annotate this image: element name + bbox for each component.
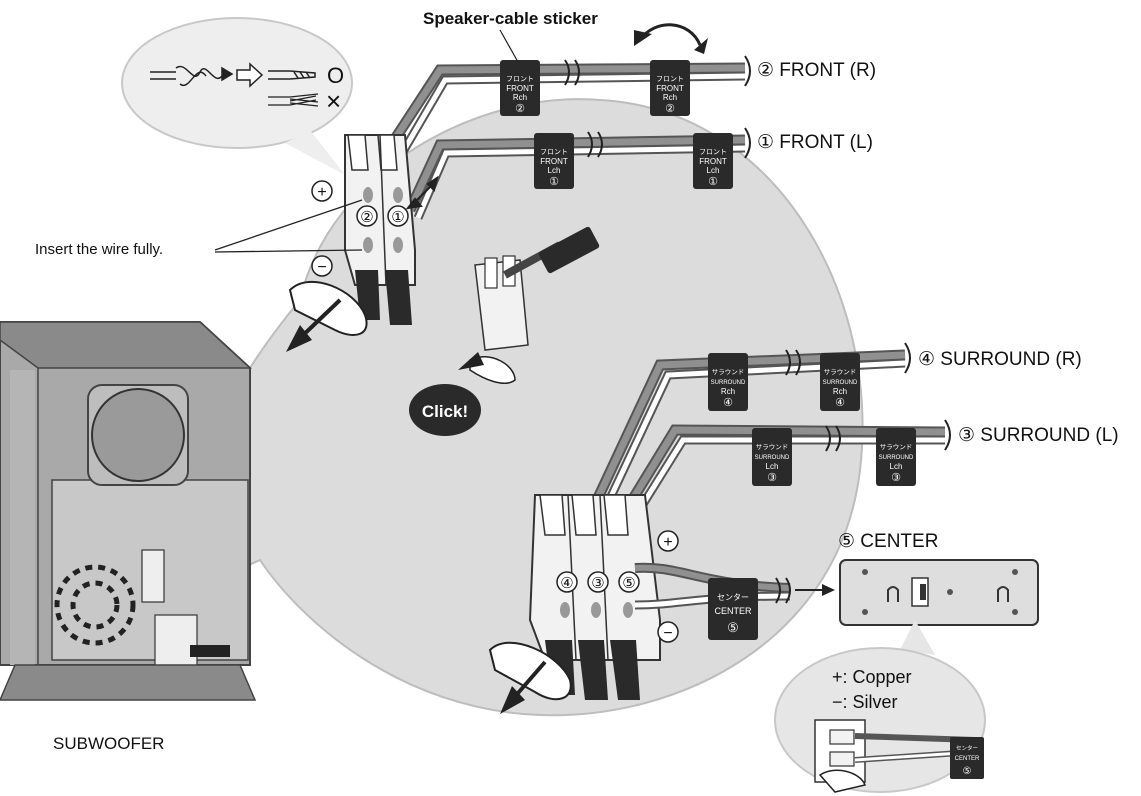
woofer-driver-icon: [87, 384, 189, 486]
svg-text:Lch: Lch: [766, 462, 779, 471]
vent-grille-icon: [54, 564, 136, 646]
pull-arrow-icon: [286, 298, 342, 352]
polarity-silver: −: Silver: [832, 692, 898, 712]
sticker-surround-r-1: サラウンド SURROUND Rch ④: [708, 353, 748, 411]
sticker-front-r-1: フロント FRONT Rch ②: [500, 60, 540, 116]
center-speaker: [839, 559, 1039, 626]
label-center: ⑤ CENTER: [838, 531, 938, 552]
click-badge: Click!: [409, 384, 481, 436]
bad-wire-icon: [268, 93, 319, 107]
svg-text:Rch: Rch: [833, 387, 847, 396]
svg-text:②: ②: [515, 103, 525, 115]
svg-text:−: −: [663, 625, 672, 642]
svg-text:Lch: Lch: [548, 166, 561, 175]
svg-text:⑤: ⑤: [727, 620, 739, 635]
svg-text:−: −: [317, 259, 326, 276]
sticker-front-l-1: フロント FRONT Lch ①: [534, 133, 574, 189]
svg-text:SURROUND: SURROUND: [755, 455, 790, 461]
ok-mark: O: [327, 63, 344, 88]
svg-text:フロント: フロント: [540, 148, 568, 156]
label-front-r: ② FRONT (R): [757, 60, 876, 81]
svg-text:FRONT: FRONT: [699, 157, 727, 166]
svg-text:Rch: Rch: [721, 387, 735, 396]
sticker-front-l-2: フロント FRONT Lch ①: [693, 133, 733, 189]
ng-mark: ×: [326, 86, 341, 116]
label-front-l: ① FRONT (L): [757, 132, 873, 153]
sticker-surround-r-2: サラウンド SURROUND Rch ④: [820, 353, 860, 411]
svg-text:②: ②: [360, 209, 373, 226]
diagram-title: Speaker-cable sticker: [423, 9, 598, 28]
svg-text:Lch: Lch: [707, 166, 720, 175]
svg-text:SURROUND: SURROUND: [711, 380, 746, 386]
insert-instruction: Insert the wire fully.: [35, 241, 163, 258]
hand-icon: [288, 280, 368, 336]
svg-text:フロント: フロント: [506, 75, 534, 83]
svg-text:④: ④: [723, 397, 733, 409]
polarity-copper: +: Copper: [832, 667, 912, 687]
front-l-cable: [405, 127, 751, 220]
svg-text:Rch: Rch: [513, 93, 527, 102]
minus-symbol-icon: −: [657, 621, 679, 643]
svg-text:Rch: Rch: [663, 93, 677, 102]
hand-icon: [488, 641, 572, 701]
svg-text:+: +: [663, 534, 672, 551]
svg-text:③: ③: [891, 472, 901, 484]
center-cable: [634, 562, 835, 610]
click-detail: [458, 226, 600, 384]
svg-text:①: ①: [708, 176, 718, 188]
device-label: SUBWOOFER: [53, 734, 164, 753]
svg-text:サラウンド: サラウンド: [880, 443, 913, 451]
sticker-surround-l-1: サラウンド SURROUND Lch ③: [752, 428, 792, 486]
svg-text:③: ③: [767, 472, 777, 484]
sticker-front-r-2: フロント FRONT Rch ②: [650, 60, 690, 116]
svg-text:センター: センター: [956, 744, 978, 752]
minus-symbol-icon: −: [311, 255, 333, 277]
insert-arrow-icon: [405, 175, 439, 210]
polarity-callout: +: Copper −: Silver センター CENTER ⑤: [774, 620, 986, 793]
svg-text:SURROUND: SURROUND: [823, 380, 858, 386]
svg-text:センター: センター: [717, 593, 749, 602]
plus-symbol-icon: +: [657, 530, 679, 552]
svg-text:+: +: [317, 184, 326, 201]
svg-text:①: ①: [549, 176, 559, 188]
svg-text:①: ①: [391, 209, 404, 226]
pull-arrow-icon: [500, 660, 547, 714]
svg-text:サラウンド: サラウンド: [712, 368, 745, 376]
sticker-center: センター CENTER ⑤: [708, 578, 758, 640]
svg-text:サラウンド: サラウンド: [824, 368, 857, 376]
svg-text:サラウンド: サラウンド: [756, 443, 789, 451]
svg-text:フロント: フロント: [699, 148, 727, 156]
svg-text:③: ③: [591, 575, 604, 592]
svg-text:CENTER: CENTER: [955, 756, 980, 762]
svg-text:SURROUND: SURROUND: [879, 455, 914, 461]
svg-text:Lch: Lch: [890, 462, 903, 471]
svg-text:FRONT: FRONT: [656, 84, 684, 93]
svg-text:②: ②: [665, 103, 675, 115]
svg-text:FRONT: FRONT: [540, 157, 568, 166]
label-surround-r: ④ SURROUND (R): [918, 349, 1082, 370]
svg-text:Click!: Click!: [422, 402, 468, 421]
svg-text:FRONT: FRONT: [506, 84, 534, 93]
wire-twist-callout: O ×: [121, 17, 353, 175]
surround-l-cable: [615, 419, 951, 528]
svg-text:⑤: ⑤: [963, 766, 972, 777]
label-surround-l: ③ SURROUND (L): [958, 425, 1119, 446]
svg-text:④: ④: [560, 575, 573, 592]
twist-wire-icon: [150, 65, 234, 87]
subwoofer: [0, 321, 257, 701]
plus-symbol-icon: +: [311, 180, 333, 202]
svg-text:フロント: フロント: [656, 75, 684, 83]
good-wire-icon: [268, 70, 316, 80]
fold-arrow-icon: [634, 23, 708, 54]
svg-text:CENTER: CENTER: [714, 606, 752, 616]
sticker-surround-l-2: サラウンド SURROUND Lch ③: [876, 428, 916, 486]
arrow-right-icon: [236, 62, 264, 88]
svg-text:④: ④: [835, 397, 845, 409]
svg-text:⑤: ⑤: [622, 575, 635, 592]
